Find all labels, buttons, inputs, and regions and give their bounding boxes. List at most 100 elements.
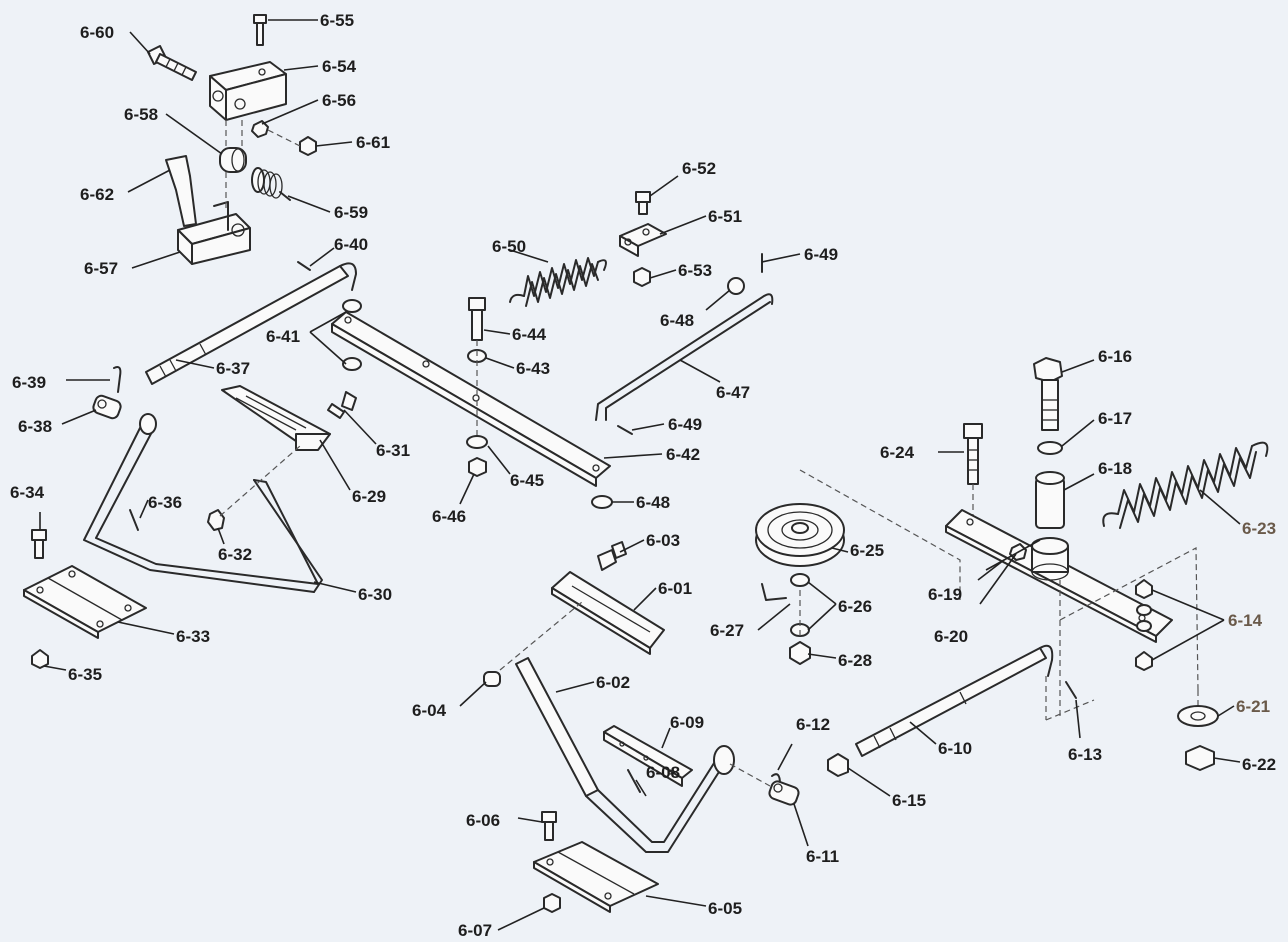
label-6-49: 6-49	[804, 245, 838, 264]
rod-6-47	[595, 293, 774, 421]
latch-handle-6-62	[165, 155, 197, 227]
label-6-53: 6-53	[678, 261, 712, 280]
label-6-59: 6-59	[334, 203, 368, 222]
bolt-6-44	[468, 297, 486, 341]
washer-6-41a	[342, 299, 362, 313]
label-6-14: 6-14	[1228, 611, 1263, 630]
nut-6-56	[251, 120, 269, 138]
idler-arm-assembly	[331, 191, 774, 509]
latch-assembly	[147, 14, 317, 265]
label-6-30: 6-30	[358, 585, 392, 604]
label-6-19: 6-19	[928, 585, 962, 604]
label-6-08: 6-08	[646, 763, 680, 782]
pin-6-49b	[617, 425, 633, 435]
label-6-01: 6-01	[658, 579, 692, 598]
label-6-58: 6-58	[124, 105, 158, 124]
pin-6-08	[627, 769, 641, 793]
washer-6-48b	[591, 495, 613, 509]
bracket-6-51	[619, 223, 667, 257]
label-6-45: 6-45	[510, 471, 544, 490]
label-6-60: 6-60	[80, 23, 114, 42]
bolt-6-60	[147, 45, 197, 81]
spring-6-23	[1102, 441, 1269, 529]
label-6-48: 6-48	[660, 311, 694, 330]
label-6-56: 6-56	[322, 91, 356, 110]
label-6-09: 6-09	[670, 713, 704, 732]
label-6-22: 6-22	[1242, 755, 1276, 774]
nut-6-35	[31, 649, 49, 669]
spacer-6-18	[1035, 471, 1065, 529]
label-6-32: 6-32	[218, 545, 252, 564]
label-6-57: 6-57	[84, 259, 118, 278]
label-6-17: 6-17	[1098, 409, 1132, 428]
cross-shaft-6-37	[145, 262, 357, 385]
bar-6-42	[331, 311, 611, 487]
label-6-16: 6-16	[1098, 347, 1132, 366]
label-6-34: 6-34	[10, 483, 45, 502]
label-6-03: 6-03	[646, 531, 680, 550]
nut-6-07	[543, 893, 561, 913]
label-6-05: 6-05	[708, 899, 742, 918]
label-6-35: 6-35	[68, 665, 102, 684]
bracket-6-09	[603, 725, 693, 787]
bolt-6-16	[1033, 357, 1063, 431]
nut-6-32	[207, 509, 225, 531]
label-6-36: 6-36	[148, 493, 182, 512]
nut-6-53	[633, 267, 651, 287]
label-6-39: 6-39	[12, 373, 46, 392]
nut-6-61	[299, 136, 317, 156]
label-6-38: 6-38	[18, 417, 52, 436]
clevis-6-11	[768, 780, 800, 806]
pin-6-13	[1065, 681, 1077, 699]
brake-pedal-6-29	[221, 385, 331, 451]
label-6-52: 6-52	[682, 159, 716, 178]
label-6-11: 6-11	[806, 847, 839, 866]
label-6-37: 6-37	[216, 359, 250, 378]
label-6-40: 6-40	[334, 235, 368, 254]
washer-6-17	[1037, 441, 1063, 455]
label-6-02: 6-02	[596, 673, 630, 692]
pedal-6-01	[551, 571, 665, 655]
label-6-12: 6-12	[796, 715, 830, 734]
leader-lines	[39, 19, 1241, 931]
label-6-31: 6-31	[376, 441, 410, 460]
label-6-29: 6-29	[352, 487, 386, 506]
label-6-44: 6-44	[512, 325, 547, 344]
label-6-06: 6-06	[466, 811, 500, 830]
pulley-6-25	[755, 503, 845, 567]
bolt-6-52	[635, 191, 651, 215]
nut-6-28	[789, 641, 811, 665]
nut-6-14d	[1135, 651, 1153, 671]
label-6-28: 6-28	[838, 651, 872, 670]
pin-6-36	[129, 509, 139, 531]
label-6-23: 6-23	[1242, 519, 1276, 538]
bracket-6-54	[209, 61, 287, 121]
mount-plate-6-05	[533, 841, 659, 913]
label-6-33: 6-33	[176, 627, 210, 646]
label-6-54: 6-54	[322, 57, 357, 76]
label-6-48b: 6-48	[636, 493, 670, 512]
label-6-04: 6-04	[412, 701, 447, 720]
label-6-27: 6-27	[710, 621, 744, 640]
label-6-61: 6-61	[356, 133, 390, 152]
bushing-6-58	[219, 147, 247, 173]
idler-pulley-assembly	[755, 357, 1269, 771]
label-6-18: 6-18	[1098, 459, 1132, 478]
label-6-46: 6-46	[432, 507, 466, 526]
label-6-15: 6-15	[892, 791, 926, 810]
label-6-25: 6-25	[850, 541, 884, 560]
label-6-55: 6-55	[320, 11, 354, 30]
spring-6-50	[509, 257, 607, 307]
clevis-6-38	[92, 394, 122, 420]
clutch-pedal-assembly	[483, 541, 1095, 913]
label-6-47: 6-47	[716, 383, 750, 402]
part-labels: 6-55 6-60 6-54 6-56 6-58 6-61 6-62 6-59 …	[10, 11, 1276, 940]
washer-6-45	[466, 435, 488, 449]
label-6-13: 6-13	[1068, 745, 1102, 764]
label-6-21: 6-21	[1236, 697, 1270, 716]
boss-6-19	[1031, 537, 1069, 581]
spring-6-59	[251, 167, 291, 201]
bushing-6-04	[483, 671, 501, 687]
washer-6-41b	[342, 357, 362, 371]
